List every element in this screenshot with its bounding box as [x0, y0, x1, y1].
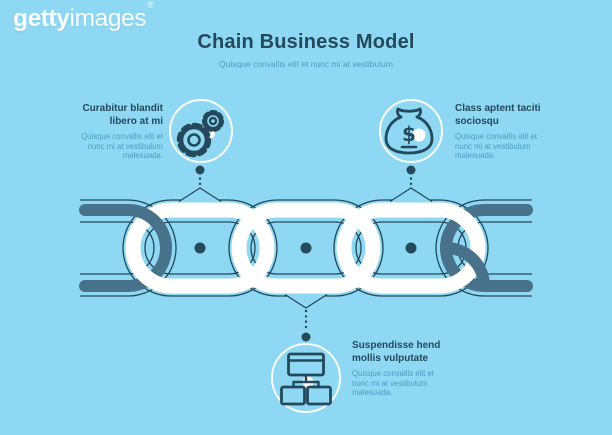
chain-link-dot [405, 242, 417, 254]
page-title: Chain Business Model [197, 31, 415, 53]
heading-line: Class aptent taciti [455, 103, 541, 114]
feature-left-body: Quisque convallis elit et nunc mi at ves… [23, 132, 163, 161]
org-chart-icon [280, 352, 332, 406]
chain-link-dot [194, 242, 206, 254]
watermark-brand-regular: images [69, 5, 147, 32]
chain-weave-arc-left [122, 204, 172, 254]
connector-dot-right [406, 165, 416, 175]
chain-link-white-3 [336, 202, 486, 294]
feature-left-heading: Curabitur blandit libero at mi [23, 103, 163, 128]
body-line: Quisque convallis elit et [352, 369, 434, 378]
heading-line: Suspendisse hend [352, 340, 441, 351]
feature-bottom: Suspendisse hend mollis vulputate Quisqu… [352, 340, 492, 398]
feature-bottom-body: Quisque convallis elit et nunc mi at ves… [352, 369, 492, 398]
feature-right: Class aptent taciti sociosqu Quisque con… [455, 103, 595, 161]
feature-left: Curabitur blandit libero at mi Quisque c… [23, 103, 163, 161]
gettyimages-watermark: gettyimages® [13, 0, 154, 33]
watermark-brand-bold: getty [13, 5, 70, 32]
gears-icon [176, 109, 225, 158]
money-bag-tie [396, 107, 422, 119]
body-line: Quisque convallis elit et [81, 132, 163, 141]
body-line: nunc mi at vestibulum [352, 378, 428, 388]
money-bag-body [384, 115, 434, 155]
org-chart-left-box [280, 385, 306, 406]
connector-notch-right [389, 187, 433, 203]
icon-accent-dot [412, 128, 426, 142]
chain-graphic [79, 165, 533, 342]
heading-line: sociosqu [455, 115, 499, 127]
connector-notch-bottom [284, 293, 328, 309]
bottom-icon-circle [271, 343, 341, 413]
registered-trademark-icon: ® [147, 0, 154, 10]
right-icon-circle [379, 99, 443, 163]
gear-small [201, 109, 225, 133]
page-subtitle: Quisque convallis elit et nunc mi at ves… [219, 59, 393, 69]
connector-notch-left [178, 187, 222, 203]
left-icon-circle [169, 99, 233, 163]
connector-dot-left [195, 165, 205, 175]
chain-link-dot [300, 242, 312, 254]
feature-right-body: Quisque convallis elit et nunc mi at ves… [455, 132, 595, 161]
body-line: malesuada. [122, 151, 163, 161]
chain-link-white-1 [125, 202, 275, 294]
heading-line: Curabitur blandit [82, 103, 163, 114]
feature-right-heading: Class aptent taciti sociosqu [455, 103, 595, 128]
body-line: nunc mi at vestibulum [87, 141, 163, 151]
connector-dot-bottom [301, 332, 311, 342]
org-chart-right-box [306, 385, 332, 406]
heading-line: libero at mi [109, 115, 163, 127]
org-chart-top-box [287, 352, 325, 377]
gear-large [176, 122, 212, 158]
body-line: Quisque convallis elit et [455, 132, 537, 141]
heading-line: mollis vulputate [352, 352, 429, 364]
chain-link-white-2 [231, 202, 381, 294]
chain-weave-arc-right [440, 242, 490, 292]
money-bag-icon: $ [384, 107, 434, 155]
feature-bottom-heading: Suspendisse hend mollis vulputate [352, 340, 492, 365]
body-line: nunc mi at vestibulum [455, 141, 531, 151]
body-line: malesuada. [352, 388, 393, 398]
dollar-sign: $ [402, 122, 416, 146]
org-chart-connectors [292, 373, 320, 389]
body-line: malesuada. [455, 151, 496, 161]
